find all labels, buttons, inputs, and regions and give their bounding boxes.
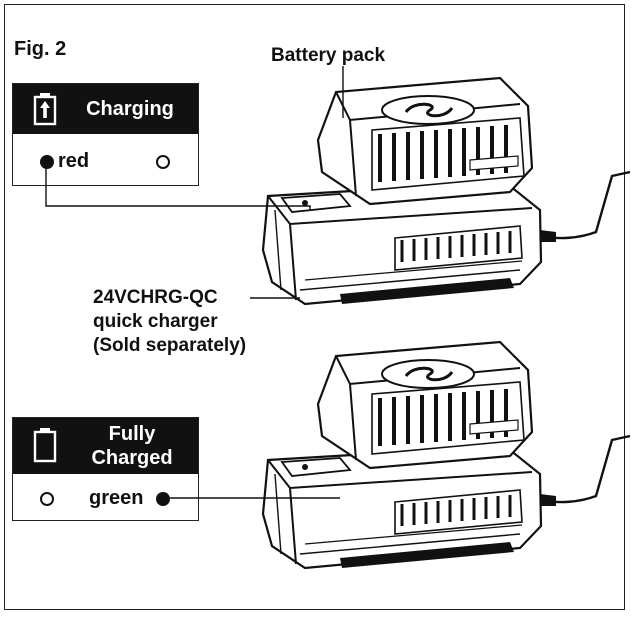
charger-callout-line-3: (Sold separately) [93,335,247,356]
red-indicator-leader-line [45,164,311,210]
charging-indicator-off-dot [156,155,170,169]
battery-charging-icon [33,93,57,126]
charging-status-panel: Charging red [12,83,199,186]
figure-frame [4,4,625,610]
charging-status-title: Charging [86,98,174,120]
figure-label: Fig. 2 [14,38,67,60]
charging-indicator-label: red [58,150,90,172]
charged-indicator-label: green [89,487,144,509]
charger-callout-line-2: quick charger [93,311,218,332]
bottom-charger-with-battery [261,340,631,570]
charged-status-header: Fully Charged [13,418,198,474]
charged-indicator-on-dot [156,492,170,506]
battery-empty-outline-icon [33,428,57,463]
charged-status-panel: Fully Charged green [12,417,199,521]
charged-indicator-off-dot [40,492,54,506]
top-charger-with-battery [261,76,631,306]
charged-status-title-line-1: Fully [108,423,156,445]
charging-status-header: Charging [13,84,198,134]
charger-callout-line-1: 24VCHRG-QC [93,287,218,308]
charged-status-title-line-2: Charged [91,447,173,469]
battery-pack-callout: Battery pack [271,45,386,66]
charging-indicator-on-dot [40,155,54,169]
